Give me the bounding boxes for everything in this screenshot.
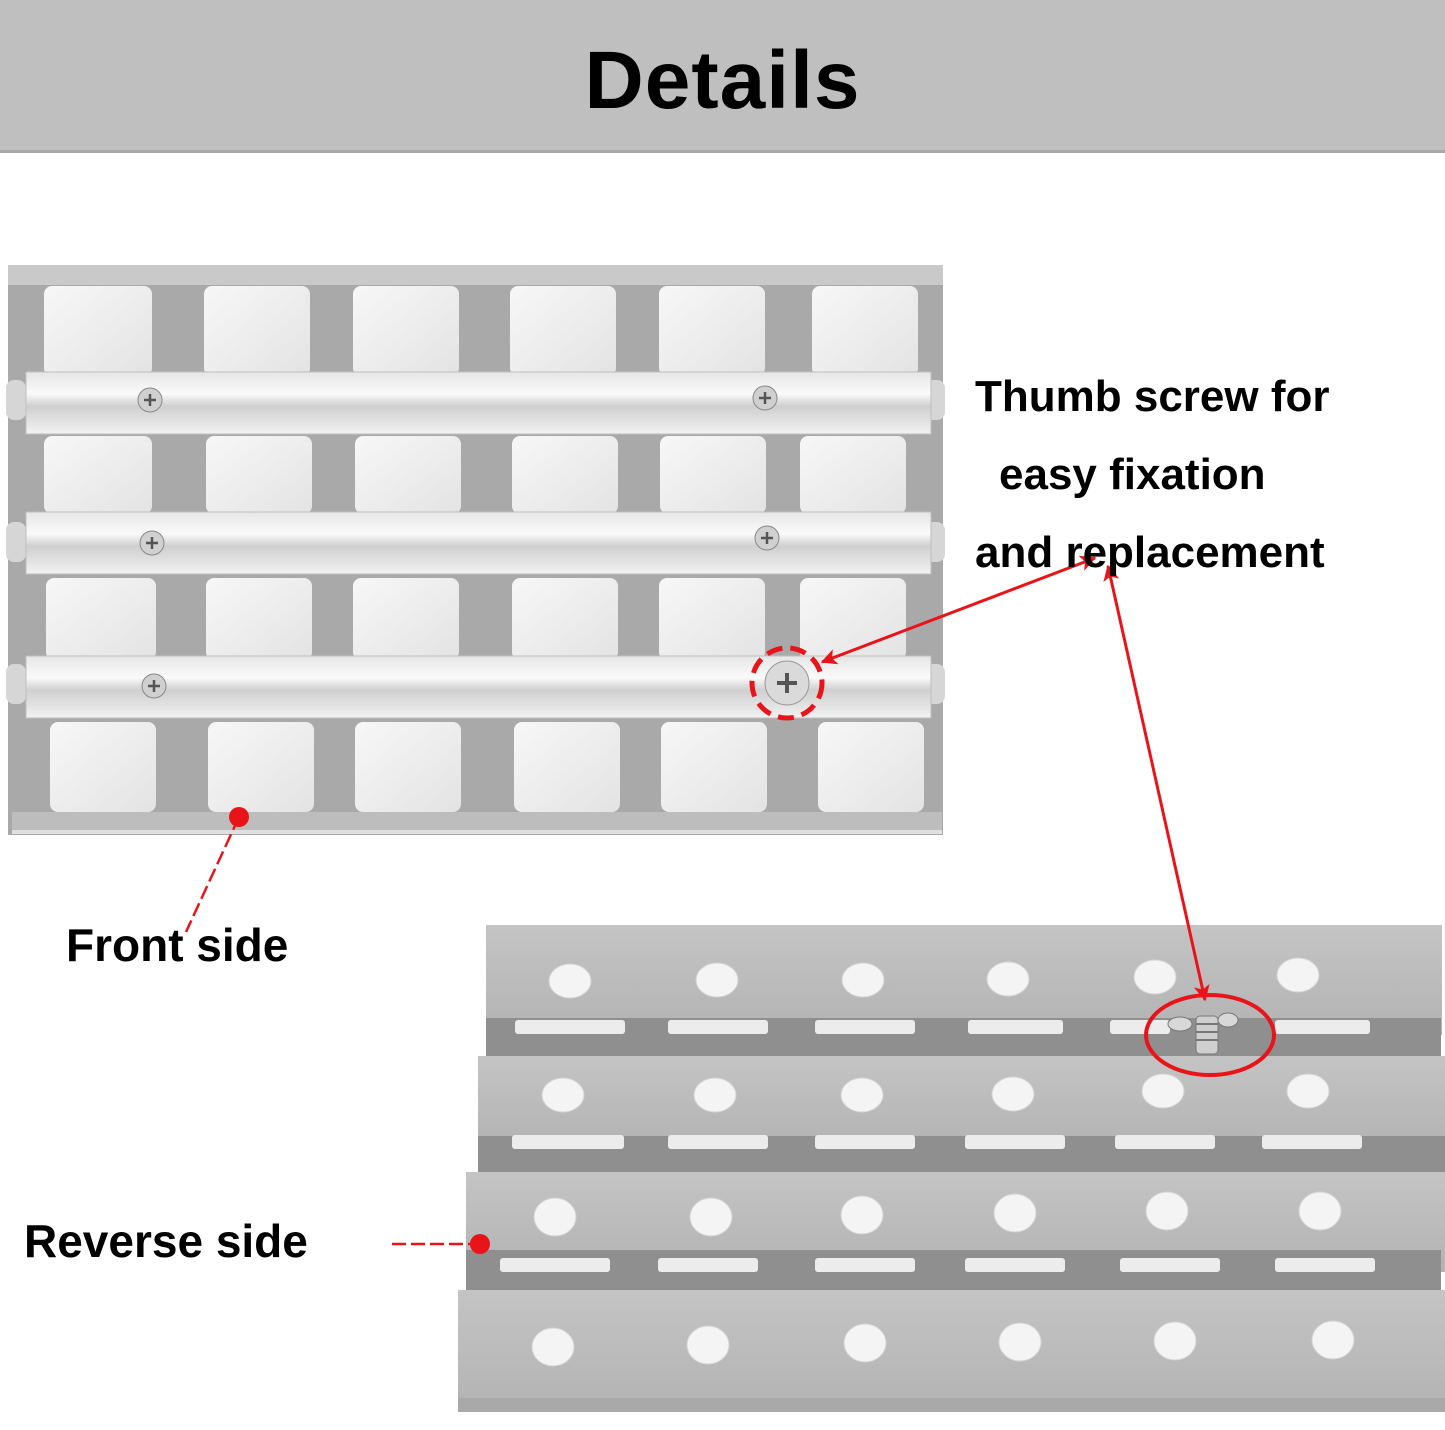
thumb-screw-callout: Thumb screw for easy fixation and replac… bbox=[975, 358, 1330, 592]
header-banner: Details bbox=[0, 0, 1445, 153]
callout-line-1: Thumb screw for bbox=[975, 372, 1330, 421]
reverse-side-label: Reverse side bbox=[24, 1215, 308, 1267]
reverse-panel bbox=[458, 925, 1445, 1412]
callout-line-2: easy fixation bbox=[999, 450, 1266, 499]
highlight-circle-thumb-screw bbox=[1144, 993, 1276, 1077]
red-dot-marker-icon bbox=[184, 807, 490, 1254]
highlight-circle-front-screw bbox=[749, 645, 825, 721]
ceramic-tiles bbox=[44, 286, 924, 812]
page-title: Details bbox=[584, 35, 861, 126]
slot-tiles bbox=[500, 1020, 1375, 1272]
arrow-icon bbox=[820, 555, 1210, 1002]
front-panel bbox=[6, 265, 945, 835]
retaining-bars bbox=[6, 371, 945, 719]
callout-line-3: and replacement bbox=[975, 528, 1325, 577]
phillips-screw-icon bbox=[137, 385, 810, 706]
front-side-label: Front side bbox=[66, 919, 289, 971]
thumb-screw-icon bbox=[1167, 1012, 1239, 1055]
